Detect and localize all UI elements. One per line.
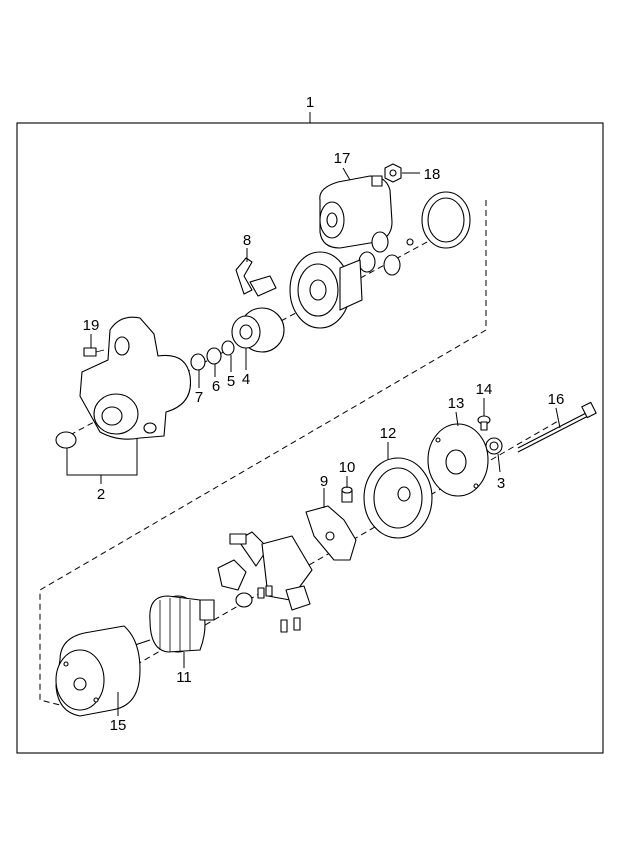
screw-14 [477,415,491,431]
leader-17 [342,167,351,181]
callout-18: 18 [424,166,441,183]
insulator-plate [305,505,357,561]
callout-19: 19 [83,317,100,334]
bolt-19 [83,347,105,357]
callout-12: 12 [380,425,397,442]
callout-7: 7 [195,389,203,406]
bushing-7 [190,353,206,371]
callout-15: 15 [110,717,127,734]
callout-9: 9 [320,473,328,490]
callout-5: 5 [227,373,235,390]
callout-14: 14 [476,381,493,398]
yoke [55,625,141,717]
rear-cover [427,423,489,497]
brushes [257,585,301,633]
leader-3 [497,453,501,473]
callout-4: 4 [242,371,250,388]
brush-holder-plate [363,457,433,539]
callout-10: 10 [339,459,356,476]
solenoid [319,175,393,249]
leader-16 [555,407,561,429]
callout-17: 17 [334,150,351,167]
nut [384,163,402,183]
pinion-clutch [231,307,285,353]
callout-13: 13 [448,395,465,412]
exploded-boundary [39,200,487,706]
rear-bushing [485,437,503,455]
armature [131,595,215,653]
through-bolt [517,401,597,453]
callout-8: 8 [243,232,251,249]
solenoid-gasket [421,191,471,249]
leader-13 [455,411,459,427]
callout-6: 6 [212,378,220,395]
callout-16: 16 [548,391,565,408]
snap-ring [221,340,235,356]
front-bushing [55,431,77,449]
callout-3: 3 [497,475,505,492]
front-housing [79,316,192,440]
internal-gear-housing [289,251,363,329]
callout-11: 11 [176,669,192,686]
bushing-10 [341,486,353,503]
callout-1: 1 [306,94,314,111]
lever [235,257,277,297]
callout-2: 2 [97,486,105,503]
stop-collar [206,347,222,365]
leader-2 [66,438,138,476]
brush-assembly [217,531,313,611]
